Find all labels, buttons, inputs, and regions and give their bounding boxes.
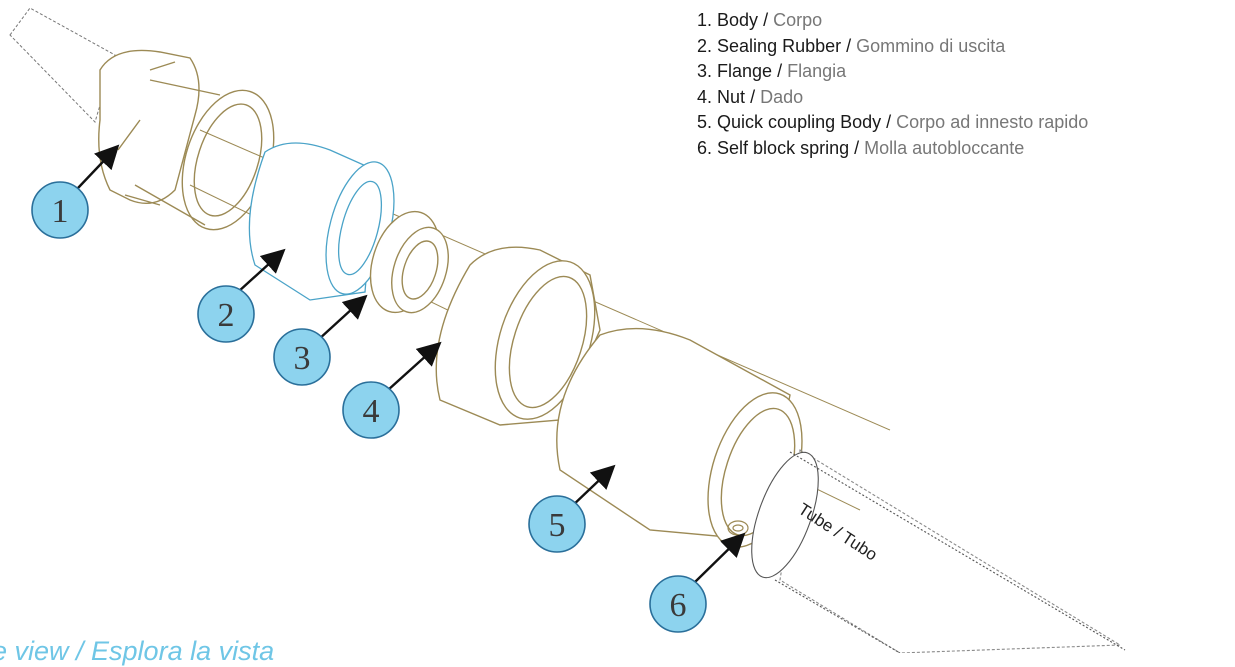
arrow-6 [694,532,746,583]
legend-separator: / [854,137,860,158]
legend-item: 4. Nut / Dado [697,85,1088,111]
callout-5-label: 5 [549,507,566,544]
legend-item: 2. Sealing Rubber / Gommino di uscita [697,34,1088,60]
legend-number: 5. [697,112,713,132]
callout-6[interactable]: 6 [649,575,707,633]
body-part [9,7,275,231]
callout-3-label: 3 [294,340,311,377]
legend-english: Body [717,10,759,30]
arrow-5 [569,464,616,509]
callout-2-label: 2 [218,297,235,334]
callout-2[interactable]: 2 [197,285,255,343]
legend-item: 6. Self block spring / Molla autobloccan… [697,136,1088,162]
exploded-fitting-diagram: 1 2 3 4 5 6 Tube / Tubo [9,7,1126,653]
tube-label-it: Tubo [838,528,880,565]
parts-legend: 1. Body / Corpo 2. Sealing Rubber / Gomm… [697,8,1088,161]
callout-6-label: 6 [670,587,687,624]
callout-4-label: 4 [363,393,380,430]
legend-separator: / [763,10,769,30]
callout-3[interactable]: 3 [273,328,331,386]
legend-number: 6. [697,137,713,158]
tube-label: Tube / Tubo [795,499,881,564]
arrow-2 [237,248,286,293]
legend-english: Nut [717,86,746,107]
legend-separator: / [846,35,852,56]
legend-number: 2. [697,35,713,56]
legend-italian: Gommino di uscita [856,35,1006,56]
arrow-4 [387,341,442,391]
callout-1[interactable]: 1 [31,181,89,239]
nut-part [435,246,601,426]
tube-part [751,449,1126,653]
legend-italian: Corpo [773,10,823,30]
legend-separator: / [750,86,756,107]
legend-italian: Flangia [787,61,847,81]
legend-number: 4. [697,86,713,107]
legend-separator: / [777,61,783,81]
legend-italian: Corpo ad innesto rapido [896,112,1089,132]
arrow-3 [317,294,368,341]
legend-english: Self block spring [717,137,850,158]
legend-item: 3. Flange / Flangia [697,59,1088,85]
legend-number: 1. [697,10,713,30]
legend-english: Quick coupling Body [717,112,882,132]
callout-4[interactable]: 4 [342,381,400,439]
legend-separator: / [886,112,892,132]
legend-english: Flange [717,61,773,81]
legend-number: 3. [697,61,713,81]
arrow-1 [77,144,120,189]
callouts: 1 2 3 4 5 6 [31,181,707,633]
legend-english: Sealing Rubber [717,35,842,56]
legend-item: 1. Body / Corpo [697,8,1088,34]
flange-part [369,210,449,314]
explore-view-link[interactable]: e view / Esplora la vista [0,636,275,666]
legend-italian: Molla autobloccante [864,137,1025,158]
legend-italian: Dado [760,86,804,107]
legend-item: 5. Quick coupling Body / Corpo ad innest… [697,110,1088,136]
callout-5[interactable]: 5 [528,495,586,553]
callout-1-label: 1 [52,193,69,230]
callout-arrows [77,144,746,583]
